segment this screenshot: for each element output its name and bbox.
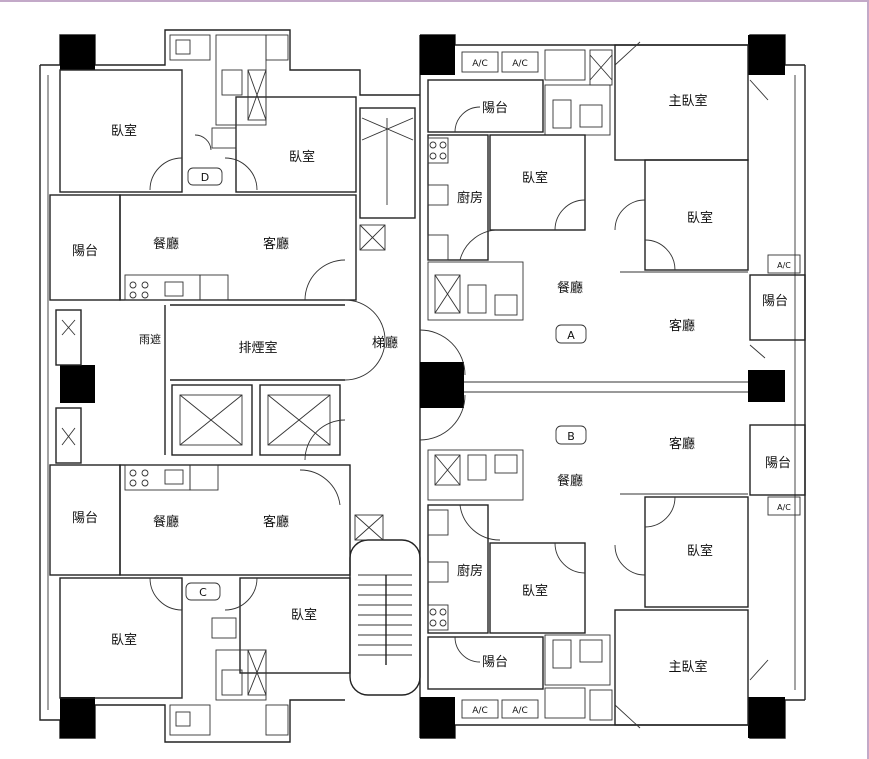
column: [420, 697, 455, 738]
ac-tag: A/C: [512, 706, 527, 716]
room-label-dining: 餐廳: [557, 280, 583, 296]
room-label-bedroom: 臥室: [687, 543, 713, 559]
stair-treads: [358, 574, 412, 656]
room-label-living: 客廳: [669, 436, 695, 452]
column: [748, 35, 785, 75]
column: [60, 697, 95, 738]
room-label-rain-shelter: 雨遮: [139, 332, 161, 346]
room-label-bedroom: 臥室: [291, 607, 317, 623]
unit-d: D 臥室 臥室 陽台 餐廳 客廳: [49, 34, 357, 301]
column: [60, 365, 95, 403]
room-label-bedroom: 臥室: [289, 149, 315, 165]
unit-label-c: C: [199, 586, 207, 599]
room-label-lobby: 梯廳: [372, 335, 398, 351]
room-label-balcony: 陽台: [72, 511, 98, 526]
room-label-bedroom: 臥室: [522, 170, 548, 186]
room-label-kitchen: 廚房: [457, 563, 483, 579]
column: [748, 697, 785, 738]
room-label-living: 客廳: [263, 514, 289, 530]
room-label-smoke-room: 排煙室: [238, 340, 277, 356]
column: [748, 370, 785, 402]
room-label-master-bedroom: 主臥室: [668, 659, 707, 675]
unit-label-d: D: [201, 171, 209, 184]
room-label-balcony: 陽台: [762, 294, 788, 309]
central-core: 雨遮 排煙室: [55, 107, 466, 696]
ac-tag: A/C: [777, 503, 791, 512]
room-label-dining: 餐廳: [153, 236, 179, 252]
room-label-kitchen: 廚房: [457, 190, 483, 206]
room-label-balcony: 陽台: [482, 655, 508, 670]
room-label-living: 客廳: [669, 318, 695, 334]
room-label-balcony: 陽台: [482, 101, 508, 116]
unit-label-b: B: [567, 430, 575, 443]
room-label-dining: 餐廳: [153, 514, 179, 530]
column: [420, 35, 455, 75]
room-label-balcony: 陽台: [765, 456, 791, 471]
room-label-bedroom: 臥室: [111, 123, 137, 139]
ac-tag: A/C: [472, 706, 487, 716]
unit-a: A/C A/C 陽台 主臥室 廚房 臥室 臥室: [427, 41, 806, 383]
room-label-balcony: 陽台: [72, 244, 98, 259]
ac-tag: A/C: [512, 59, 527, 69]
unit-label-a: A: [567, 329, 575, 342]
room-label-living: 客廳: [263, 236, 289, 252]
unit-c: C 陽台 餐廳 客廳 臥室 臥室: [49, 464, 351, 736]
room-label-bedroom: 臥室: [522, 583, 548, 599]
room-label-dining: 餐廳: [557, 473, 583, 489]
room-label-bedroom: 臥室: [687, 210, 713, 226]
ac-tag: A/C: [777, 261, 791, 270]
column: [60, 35, 95, 70]
column: [420, 362, 464, 408]
structural-columns: [60, 35, 785, 738]
room-label-master-bedroom: 主臥室: [668, 93, 707, 109]
ac-tag: A/C: [472, 59, 487, 69]
room-label-bedroom: 臥室: [111, 632, 137, 648]
unit-b: B 客廳 餐廳 A/C 陽台 廚房 臥室 臥室 陽台: [427, 391, 806, 729]
